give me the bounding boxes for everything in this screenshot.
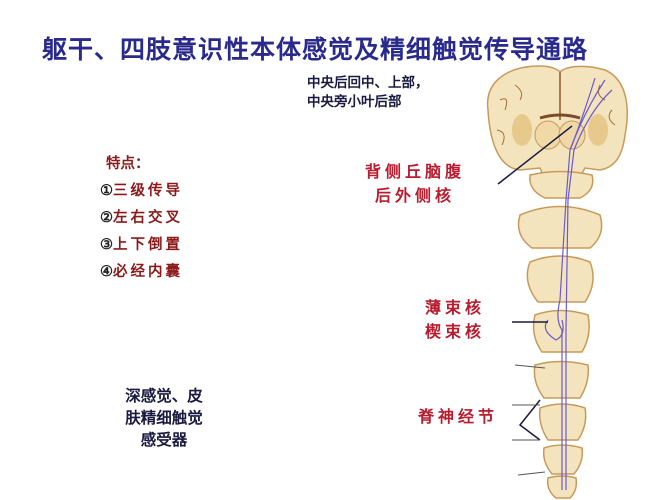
thalamus-label-line2: 后外侧核	[375, 186, 456, 205]
gracile-nucleus-label: 薄束核	[425, 298, 486, 317]
feature-text: 上下倒置	[113, 236, 183, 253]
receptor-label-line1: 深感觉、皮	[125, 387, 203, 405]
feature-text: 三级传导	[113, 182, 183, 199]
receptor-label: 深感觉、皮 肤精细触觉 感受器	[108, 385, 220, 451]
receptor-label-line3: 感受器	[140, 431, 188, 449]
feature-item: ③上下倒置	[100, 231, 183, 258]
pointer-lines	[497, 125, 573, 476]
feature-item: ②左右交叉	[100, 204, 183, 231]
features-list: 特点： ①三级传导 ②左右交叉 ③上下倒置 ④必经内囊	[100, 150, 183, 285]
cortex-label-line1: 中央后回中、上部，	[307, 75, 429, 91]
feature-number: ③	[100, 236, 113, 253]
feature-number: ②	[100, 209, 113, 226]
feature-item: ①三级传导	[100, 177, 183, 204]
feature-number: ④	[100, 263, 113, 280]
cortex-label-line2: 中央旁小叶后部	[307, 94, 402, 110]
spinal-ganglion-label: 脊神经节	[418, 407, 499, 426]
brainstem-cord-icon	[517, 170, 603, 499]
feature-text: 必经内囊	[113, 263, 183, 280]
pathway-fibers	[544, 77, 613, 490]
features-heading: 特点：	[106, 155, 150, 172]
medulla-nuclei-label: 薄束核 楔束核	[425, 296, 485, 344]
cortex-label: 中央后回中、上部， 中央旁小叶后部	[307, 74, 429, 112]
feature-item: ④必经内囊	[100, 258, 183, 285]
thalamus-label: 背侧丘脑腹 后外侧核	[365, 160, 465, 208]
cuneate-nucleus-label: 楔束核	[425, 322, 486, 341]
brain-section-icon	[486, 65, 628, 181]
page-title: 躯干、四肢意识性本体感觉及精细触觉传导通路	[42, 35, 589, 64]
feature-text: 左右交叉	[113, 209, 183, 226]
thalamus-label-line1: 背侧丘脑腹	[365, 162, 466, 181]
feature-number: ①	[100, 182, 113, 199]
receptor-label-line2: 肤精细触觉	[125, 409, 203, 427]
